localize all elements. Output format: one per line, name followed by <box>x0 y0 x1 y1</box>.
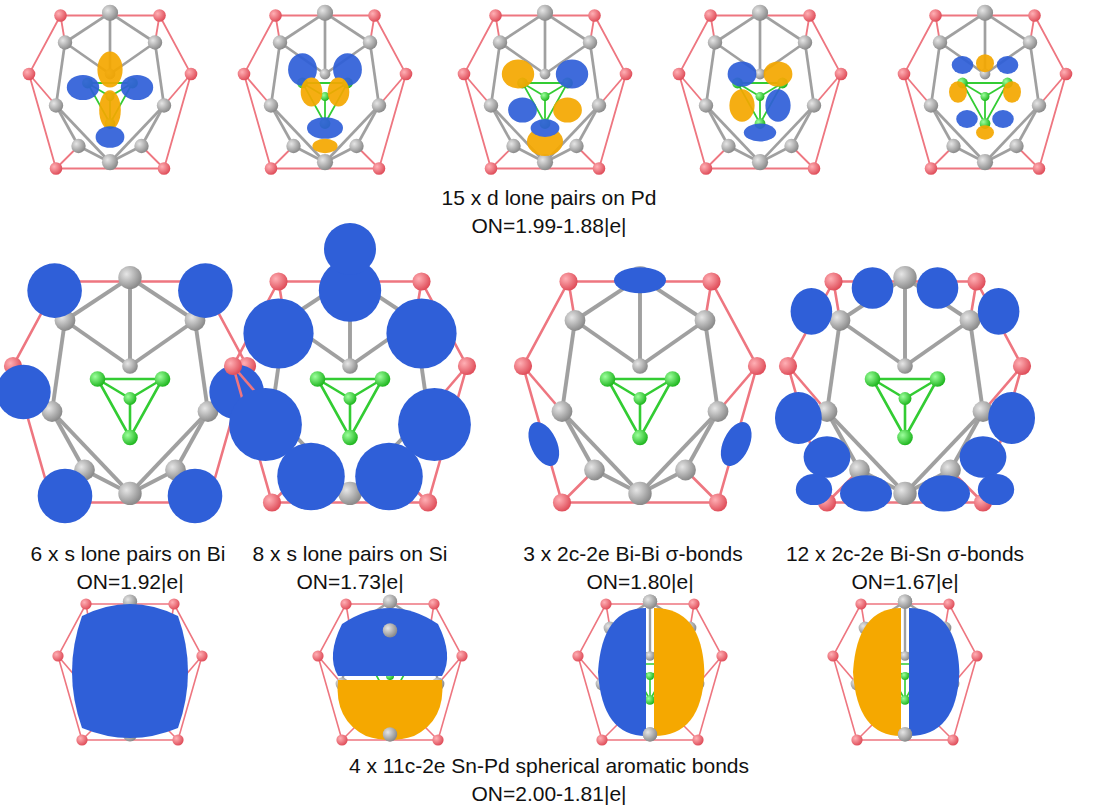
occupation-number: ON=1.67|e| <box>851 569 958 594</box>
occupation-number: ON=1.80|e| <box>586 569 693 594</box>
orbital-caption: 15 x d lone pairs on Pd <box>442 185 657 210</box>
orbital-caption: 3 x 2c-2e Bi-Bi σ-bonds <box>523 541 743 566</box>
orbital-panel <box>775 266 1035 512</box>
orbital-panel <box>0 263 264 523</box>
orbital-panel <box>514 266 766 512</box>
occupation-number: ON=1.73|e| <box>296 569 403 594</box>
orbital-panel <box>52 594 207 745</box>
orbital-caption: 4 x 11c-2e Sn-Pd spherical aromatic bond… <box>349 753 749 778</box>
orbital-caption: 12 x 2c-2e Bi-Sn σ-bonds <box>786 541 1024 566</box>
occupation-number: ON=1.92|e| <box>76 569 183 594</box>
orbital-caption: 8 x s lone pairs on Si <box>253 541 448 566</box>
orbital-caption: 6 x s lone pairs on Bi <box>31 541 226 566</box>
orbital-panel <box>572 594 727 745</box>
orbital-panel <box>827 594 982 745</box>
orbital-panel <box>673 5 848 175</box>
occupation-number: ON=2.00-1.81|e| <box>471 781 626 806</box>
orbital-panel <box>898 5 1073 175</box>
orbital-panel <box>23 5 198 175</box>
orbital-panel <box>224 223 476 512</box>
occupation-number: ON=1.99-1.88|e| <box>471 213 626 238</box>
orbital-panel <box>238 5 413 175</box>
orbital-panel <box>458 5 633 175</box>
orbital-panel <box>312 594 467 745</box>
